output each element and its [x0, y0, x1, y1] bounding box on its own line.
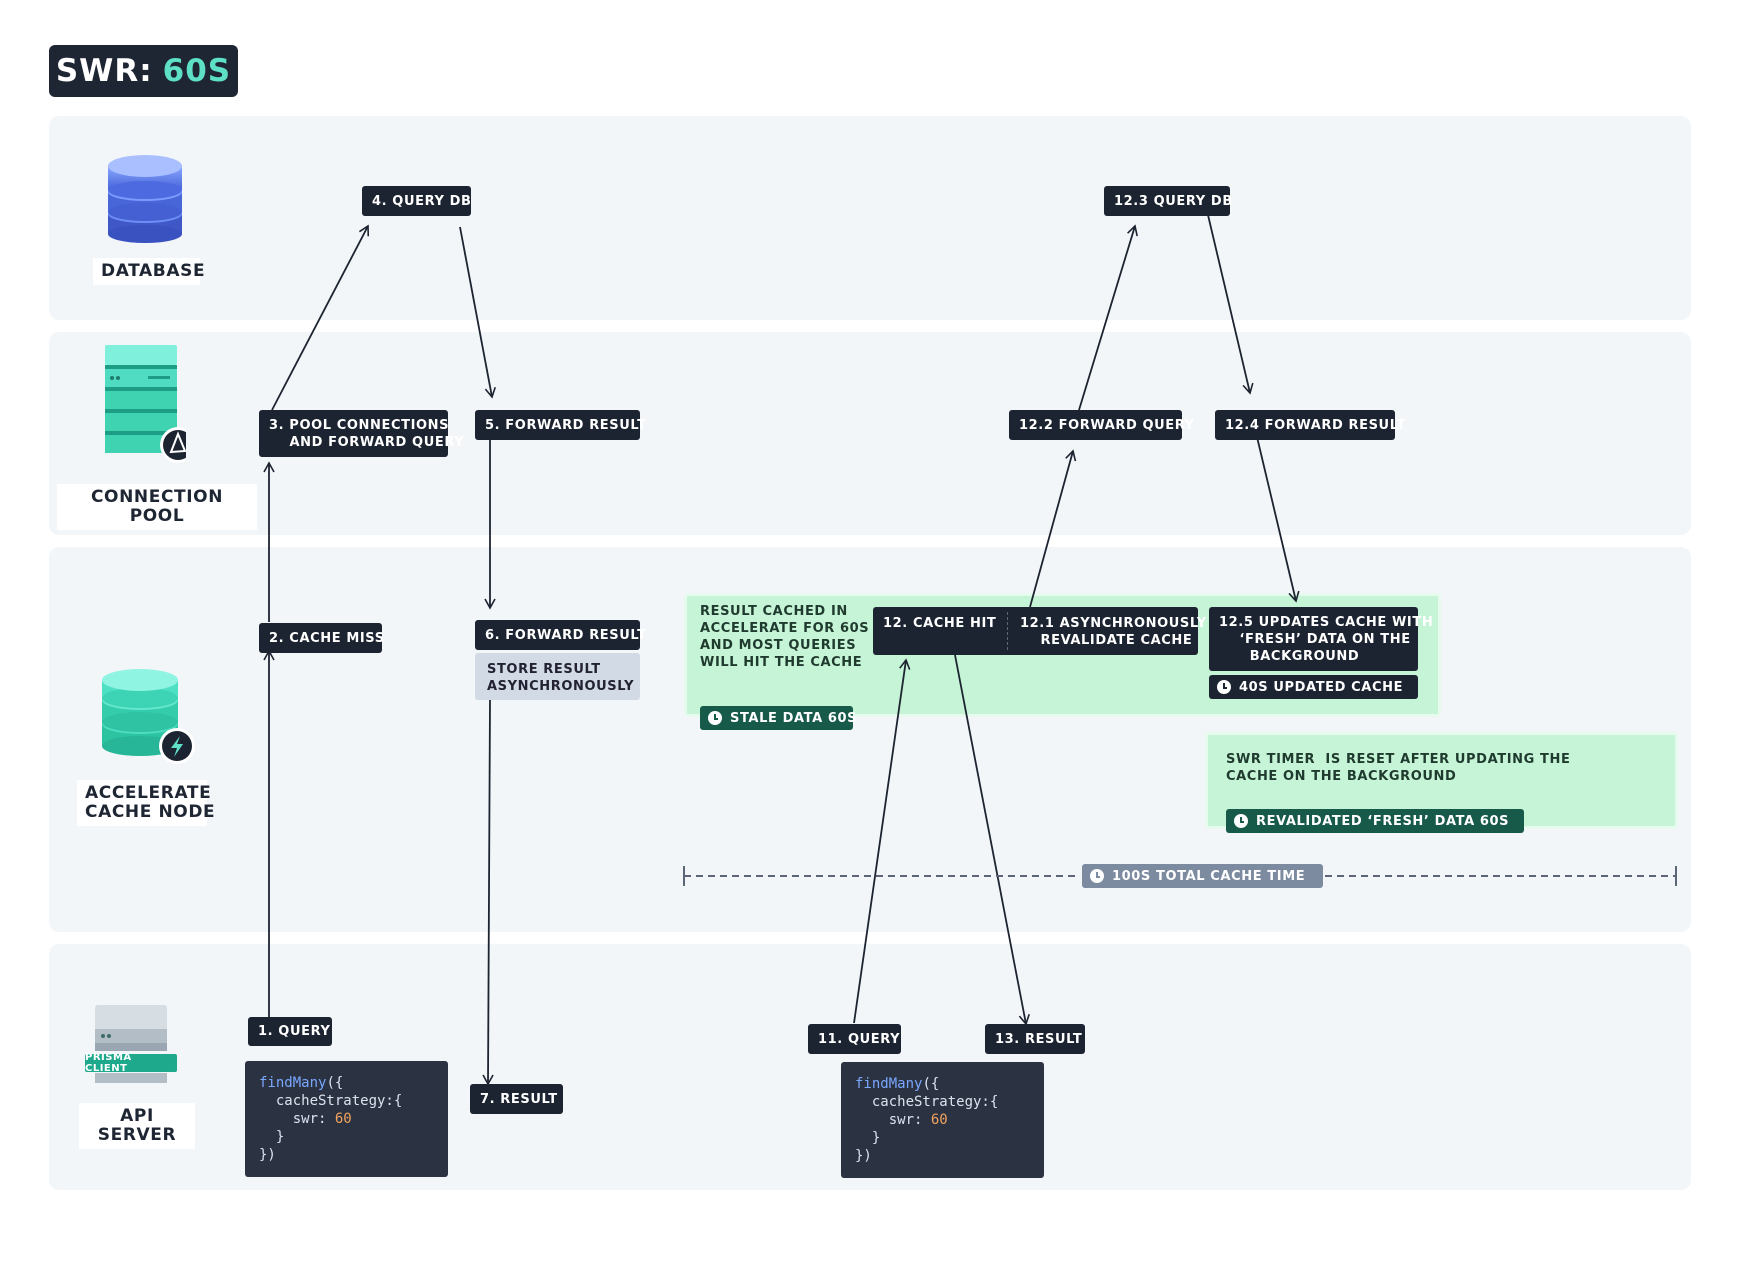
page-title: SWR: 60S: [49, 45, 238, 97]
database-cylinder-icon: [108, 155, 182, 243]
title-value: 60S: [162, 53, 232, 89]
database-lane: [49, 116, 1691, 320]
cache-cylinder-icon: [102, 669, 195, 764]
step-12-cache-hit: 12. CACHE HIT: [883, 616, 997, 631]
revalidated-data-tag: REVALIDATED ‘FRESH’ DATA 60S: [1226, 809, 1524, 833]
total-cache-timeline: [683, 866, 1677, 886]
database-lane-label: DATABASE: [93, 258, 205, 285]
arrow-12-1-to-12-2: [1029, 449, 1077, 608]
arrow-12-4-to-12-5: [1256, 436, 1300, 603]
stale-data-tag-text: STALE DATA 60S: [730, 710, 858, 726]
step-11-query: 11. QUERY: [808, 1024, 901, 1054]
cached-note-text: RESULT CACHED IN ACCELERATE FOR 60S AND …: [700, 604, 870, 670]
code-block-first-request: findMany({ cacheStrategy:{ swr: 60 } }): [245, 1061, 448, 1177]
clock-icon: [1217, 680, 1231, 694]
step-12-3-query-db: 12.3 QUERY DB: [1104, 186, 1232, 216]
step-5-forward-result: 5. FORWARD RESULT: [475, 410, 646, 440]
clock-icon: [1090, 869, 1104, 883]
arrow-3-to-4: [271, 224, 370, 411]
code-block-second-request: findMany({ cacheStrategy:{ swr: 60 } }): [841, 1062, 1044, 1178]
step-6-forward-result: 6. FORWARD RESULT: [475, 620, 646, 650]
arrow-6-to-7: [482, 699, 494, 1086]
step-7-result: 7. RESULT: [470, 1084, 563, 1114]
step-2-cache-miss: 2. CACHE MISS: [259, 623, 384, 653]
updated-cache-tag: 40S UPDATED CACHE: [1209, 675, 1418, 699]
cache-hit-divider: [1007, 612, 1009, 650]
stale-data-tag: STALE DATA 60S: [700, 706, 857, 730]
step-13-result: 13. RESULT: [985, 1024, 1085, 1054]
server-stack-icon: [105, 345, 186, 463]
step-3-pool-connections: 3. POOL CONNECTIONS AND FORWARD QUERY: [259, 410, 464, 457]
total-cache-time-tag: 100S TOTAL CACHE TIME: [1082, 864, 1323, 888]
clock-icon: [708, 711, 722, 725]
swr-reset-note-text: SWR TIMER IS RESET AFTER UPDATING THE CA…: [1226, 752, 1571, 784]
prisma-client-badge: PRISMA CLIENT: [85, 1052, 132, 1074]
updated-cache-tag-text: 40S UPDATED CACHE: [1239, 679, 1404, 695]
arrow-4-to-5: [459, 226, 497, 399]
accelerate-lane-label: ACCELERATE CACHE NODE: [77, 780, 215, 826]
step-12-5-updates-cache: 12.5 UPDATES CACHE WITH ‘FRESH’ DATA ON …: [1209, 607, 1433, 671]
step-1-query: 1. QUERY: [248, 1017, 332, 1046]
step-4-query-db: 4. QUERY DB: [362, 186, 471, 216]
lightning-bolt-icon: [171, 736, 183, 757]
revalidated-data-tag-text: REVALIDATED ‘FRESH’ DATA 60S: [1256, 813, 1510, 829]
step-12-2-forward-query: 12.2 FORWARD QUERY: [1009, 410, 1194, 440]
arrow-11-to-12: [853, 658, 911, 1024]
step-12-1-revalidate: 12.1 ASYNCHRONOUSLY REVALIDATE CACHE: [1020, 616, 1207, 648]
prisma-logo-icon: [85, 1054, 177, 1072]
step-12-4-forward-result: 12.4 FORWARD RESULT: [1215, 410, 1405, 440]
clock-icon: [1234, 814, 1248, 828]
arrow-12-to-13: [954, 654, 1030, 1026]
api-server-lane-label: API SERVER: [79, 1103, 195, 1149]
total-cache-time-tag-text: 100S TOTAL CACHE TIME: [1112, 868, 1306, 884]
arrow-12-2-to-12-3: [1078, 224, 1138, 411]
step-6-store-note: STORE RESULT ASYNCHRONOUSLY: [475, 653, 640, 700]
title-prefix: SWR:: [55, 53, 153, 89]
connection-pool-lane-label: CONNECTION POOL: [57, 484, 257, 530]
server-icon: [85, 1005, 177, 1083]
arrow-12-3-to-12-4: [1207, 214, 1254, 395]
step-12-cache-hit-box: [873, 607, 1198, 655]
